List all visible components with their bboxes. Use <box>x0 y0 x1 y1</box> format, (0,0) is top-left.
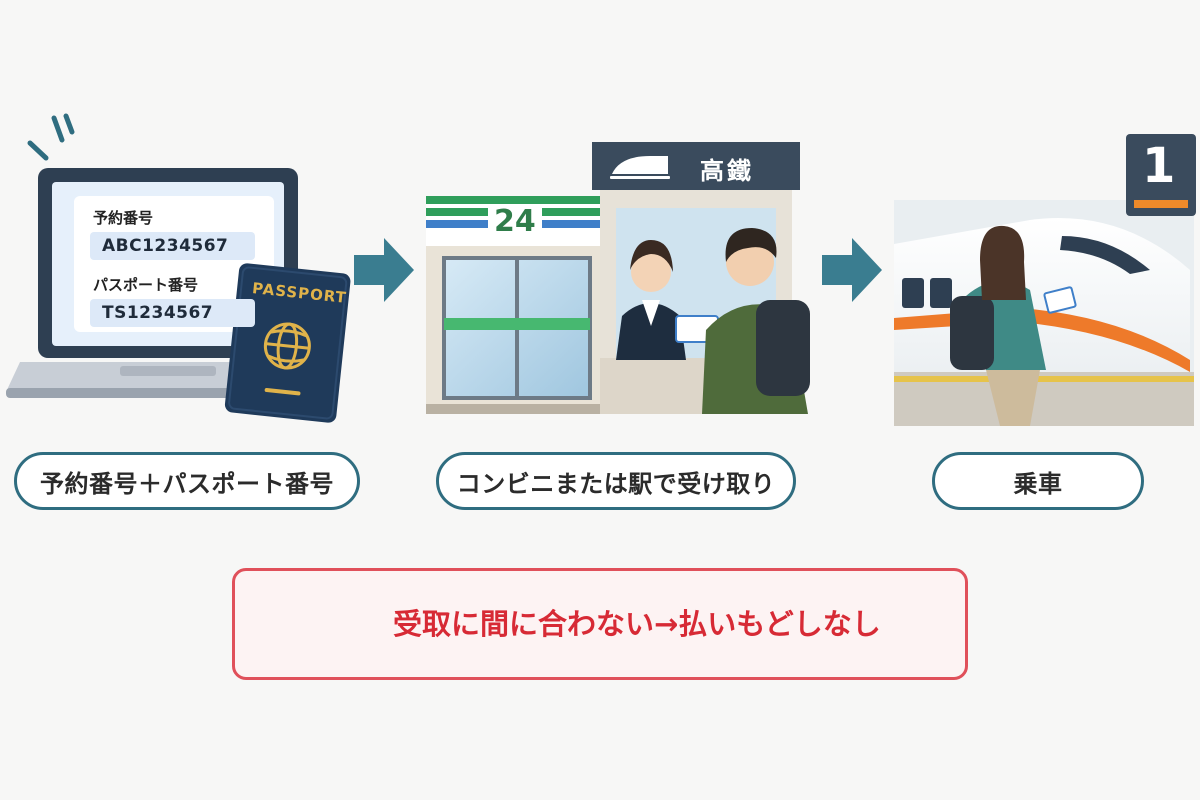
warning-box: 受取に間に合わない→払いもどしなし <box>232 568 968 680</box>
reservation-number-field: ABC1234567 <box>90 232 255 260</box>
bullet-train-icon <box>610 156 670 179</box>
customer-figure <box>702 228 810 414</box>
clerk-figure <box>616 240 686 360</box>
store-24-sign: 24 <box>488 205 542 239</box>
step-label-booking: 予約番号＋パスポート番号 <box>14 452 360 510</box>
notification-sparkle-icon <box>27 113 75 161</box>
passport-number-field: TS1234567 <box>90 299 255 327</box>
warning-text: 受取に間に合わない→払いもどしなし <box>393 607 881 641</box>
step-label-boarding: 乗車 <box>932 452 1144 510</box>
arrow-right-icon <box>354 238 414 302</box>
step-label-pickup: コンビニまたは駅で受け取り <box>436 452 796 510</box>
ticket-counter-illustration <box>592 142 810 414</box>
platform-sign <box>1126 134 1196 216</box>
hsr-sign: 高鐵 <box>700 157 754 185</box>
reservation-number-label: 予約番号 <box>93 209 154 227</box>
arrow-right-icon <box>822 238 882 302</box>
passenger-figure <box>950 225 1077 426</box>
passport-illustration <box>224 263 351 423</box>
train-platform-illustration <box>894 134 1196 426</box>
platform-number: 1 <box>1142 138 1176 194</box>
ticket-icon <box>1043 286 1077 314</box>
passport-number-label: パスポート番号 <box>93 276 199 294</box>
globe-icon <box>263 322 311 370</box>
